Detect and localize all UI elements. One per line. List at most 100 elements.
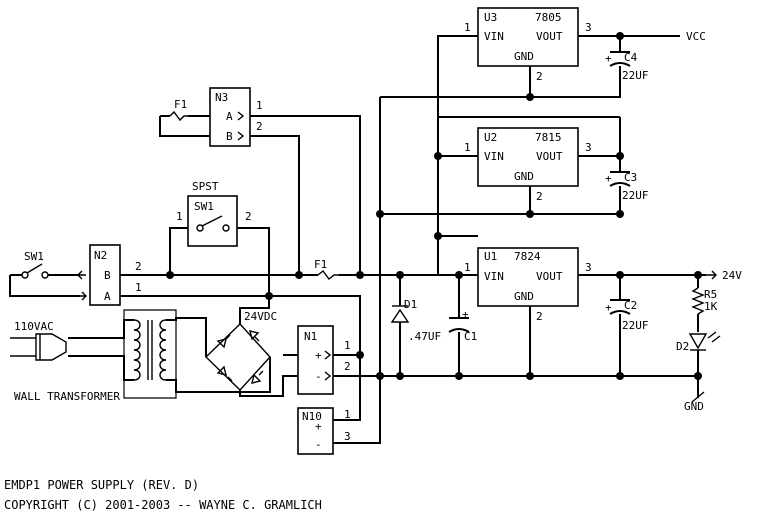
c1-value: .47UF xyxy=(408,330,441,343)
n1-pin-minus: - xyxy=(315,370,322,383)
spst-num-left: 1 xyxy=(176,210,183,223)
output-labels: VCC 24V xyxy=(686,30,742,282)
connector-n3: N3 A B 1 2 xyxy=(209,87,263,147)
u1-pin-in: 1 xyxy=(464,261,471,274)
c2-polarity: + xyxy=(605,301,612,314)
r5-value: 1K xyxy=(704,300,718,313)
vcc-label: VCC xyxy=(686,30,706,43)
junction-dot xyxy=(694,271,702,279)
switch-spst: SPST SW1 1 2 xyxy=(176,180,252,247)
junction-dot xyxy=(616,152,624,160)
u3-pin-out: 3 xyxy=(585,21,592,34)
junction-dot xyxy=(694,372,702,380)
spst-num-right: 2 xyxy=(245,210,252,223)
u1-part: 7824 xyxy=(514,250,541,263)
u1-vout: VOUT xyxy=(536,270,563,283)
wire-n2-a xyxy=(120,295,361,356)
bridge-diode xyxy=(251,370,264,384)
primary-coil xyxy=(133,319,141,381)
junction-dot xyxy=(295,271,303,279)
junction-dot xyxy=(376,210,384,218)
u2-ref: U2 xyxy=(484,131,497,144)
c1-ref: C1 xyxy=(464,330,477,343)
wire-sw1-loop xyxy=(9,275,80,297)
wire-n3-b xyxy=(250,135,300,275)
wall-transformer: 110VAC WALL TRANSFORMER xyxy=(10,309,177,403)
wire-spst-left xyxy=(169,227,188,275)
footer-title: EMDP1 POWER SUPPLY (REV. D) xyxy=(4,478,199,492)
junction-dot xyxy=(356,351,364,359)
resistor-r5: R5 1K xyxy=(691,287,718,315)
u1-pin-out: 3 xyxy=(585,261,592,274)
n1-num-minus: 2 xyxy=(344,360,351,373)
junction-dot xyxy=(455,372,463,380)
capacitor-c1: + C1 .47UF xyxy=(408,308,477,343)
c4-polarity: + xyxy=(605,52,612,65)
plug-prongs xyxy=(10,337,36,357)
n3-num-a: 1 xyxy=(256,99,263,112)
capacitor-c2: + C2 22UF xyxy=(605,299,649,332)
spst-ref: SW1 xyxy=(194,200,214,213)
u2-pin-out: 3 xyxy=(585,141,592,154)
wire-c4-bot xyxy=(530,66,621,98)
spst-title: SPST xyxy=(192,180,219,193)
u3-ref: U3 xyxy=(484,11,497,24)
n3-num-b: 2 xyxy=(256,120,263,133)
wire-n1-to-n10 xyxy=(333,355,361,421)
connector-n2: N2 B A 2 1 xyxy=(77,244,142,306)
junction-dot xyxy=(265,292,273,300)
vac-label: 110VAC xyxy=(14,320,54,333)
u2-part: 7815 xyxy=(535,131,562,144)
junction-dot xyxy=(526,93,534,101)
n3-pin-b: B xyxy=(226,130,233,143)
v24dc-label: 24VDC xyxy=(244,310,277,323)
c3-ref: C3 xyxy=(624,171,637,184)
u1-ref: U1 xyxy=(484,250,497,263)
junction-dot xyxy=(526,372,534,380)
wire-vin-u3 xyxy=(437,35,478,275)
footer: EMDP1 POWER SUPPLY (REV. D) COPYRIGHT (C… xyxy=(4,478,322,512)
n2-num-b: 2 xyxy=(135,260,142,273)
wires xyxy=(9,35,706,444)
junction-dot xyxy=(455,271,463,279)
n10-pin-plus: + xyxy=(315,420,322,433)
n2-pin-b: B xyxy=(104,269,111,282)
junction-dot xyxy=(616,210,624,218)
capacitor-c3: + C3 22UF xyxy=(605,171,649,202)
ground-symbol: GND xyxy=(684,391,705,413)
n1-pin-plus: + xyxy=(315,349,322,362)
c4-ref: C4 xyxy=(624,51,638,64)
u1-gnd: GND xyxy=(514,290,534,303)
n10-num-plus: 1 xyxy=(344,408,351,421)
u3-part: 7805 xyxy=(535,11,562,24)
c4-value: 22UF xyxy=(622,69,649,82)
junction-dot xyxy=(434,152,442,160)
d2-ref: D2 xyxy=(676,340,689,353)
n3-ref: N3 xyxy=(215,91,228,104)
n1-num-plus: 1 xyxy=(344,339,351,352)
junction-dot xyxy=(376,372,384,380)
n10-pin-minus: - xyxy=(315,438,322,451)
u2-pin-in: 1 xyxy=(464,141,471,154)
wire-rect-minus xyxy=(239,375,298,397)
wire-spst-right xyxy=(237,227,270,296)
sw1-ref: SW1 xyxy=(24,250,44,263)
u3-pin-in: 1 xyxy=(464,21,471,34)
wire-xfmr-sec-top xyxy=(166,317,207,357)
wall-label: WALL TRANSFORMER xyxy=(14,390,120,403)
junction-dot xyxy=(356,271,364,279)
wire-n3-a xyxy=(250,115,361,275)
secondary-coil xyxy=(159,319,167,381)
regulator-u1: U1 7824 VIN VOUT GND 1 3 2 xyxy=(464,247,592,323)
junction-dot xyxy=(616,32,624,40)
switch-sw1: SW1 xyxy=(21,250,49,279)
bridge-diode xyxy=(249,330,260,342)
n2-ref: N2 xyxy=(94,249,107,262)
c2-value: 22UF xyxy=(622,319,649,332)
u3-gnd: GND xyxy=(514,50,534,63)
footer-copyright: COPYRIGHT (C) 2001-2003 -- WAYNE C. GRAM… xyxy=(4,498,322,512)
diode-d1: D1 xyxy=(390,298,417,323)
u3-vin: VIN xyxy=(484,30,504,43)
f1-line-label: F1 xyxy=(314,258,327,271)
capacitor-c4: + C4 22UF xyxy=(605,51,649,82)
